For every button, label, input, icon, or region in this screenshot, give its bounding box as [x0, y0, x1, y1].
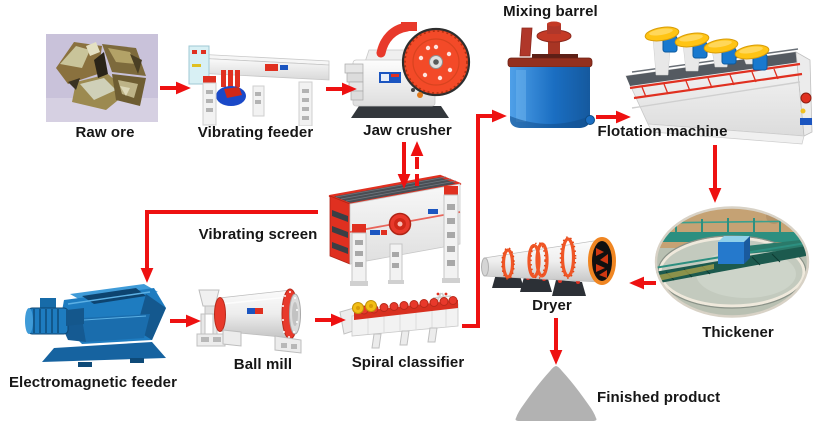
jaw-crusher-flywheel — [401, 27, 471, 97]
finished-product-icon — [515, 366, 597, 421]
vibrating-screen-vibrator — [388, 212, 412, 236]
jaw-crusher-label: Jaw crusher — [363, 122, 452, 139]
raw-ore-photo — [46, 34, 158, 122]
flotation-machine-label: Flotation machine — [597, 123, 728, 140]
raw-ore-icon — [46, 34, 158, 122]
vibrating-screen-legs — [350, 186, 460, 286]
vibrating-screen-label: Vibrating screen — [198, 226, 318, 243]
finished-product-pile — [510, 362, 602, 424]
vibrating-feeder-label: Vibrating feeder — [197, 124, 314, 141]
dryer-label: Dryer — [532, 297, 572, 314]
spiral-classifier-label: Spiral classifier — [351, 354, 465, 371]
electromagnetic-feeder-icon — [25, 284, 166, 367]
thickener-label: Thickener — [702, 324, 774, 341]
spiral-classifier-legs — [371, 327, 438, 349]
raw-ore-label: Raw ore — [75, 124, 135, 141]
electromagnetic-feeder-illustration — [24, 278, 176, 372]
mixing-barrel-tank — [507, 57, 595, 128]
dryer-open-end — [588, 237, 616, 285]
vibrating-feeder-icon — [188, 45, 330, 126]
mixing-barrel-motor — [519, 21, 578, 62]
vibrating-screen-illustration — [312, 168, 464, 292]
thickener-photo — [654, 206, 810, 318]
spiral-classifier-illustration — [338, 290, 468, 350]
electromagnetic-feeder-motor — [25, 298, 84, 335]
finished-product-label: Finished product — [597, 389, 721, 406]
electromagnetic-feeder-label: Electromagnetic feeder — [8, 374, 178, 391]
spiral-classifier-icon — [339, 292, 459, 349]
thickener-icon — [654, 206, 810, 318]
jaw-crusher-icon — [344, 22, 471, 118]
flotation-machine-icon — [625, 26, 813, 145]
vibrating-feeder-illustration — [181, 34, 333, 126]
vibrating-feeder-body — [188, 45, 330, 126]
dryer-icon — [481, 236, 616, 296]
dryer-illustration — [478, 230, 628, 298]
ball-mill-illustration — [189, 282, 315, 356]
mixing-barrel-icon — [507, 21, 595, 128]
spiral-classifier-tank — [339, 296, 459, 337]
mixing-barrel-label: Mixing barrel — [503, 3, 598, 20]
dryer-drum — [481, 236, 601, 283]
ball-mill-label: Ball mill — [233, 356, 293, 373]
ball-mill-stands — [222, 329, 302, 354]
vibrating-screen-icon — [328, 174, 462, 286]
flotation-machine-agitators — [644, 26, 770, 76]
flotation-machine-illustration — [618, 20, 816, 148]
mixing-barrel-illustration — [502, 20, 598, 136]
jaw-crusher-illustration — [343, 20, 473, 124]
ball-mill-icon — [196, 288, 302, 354]
